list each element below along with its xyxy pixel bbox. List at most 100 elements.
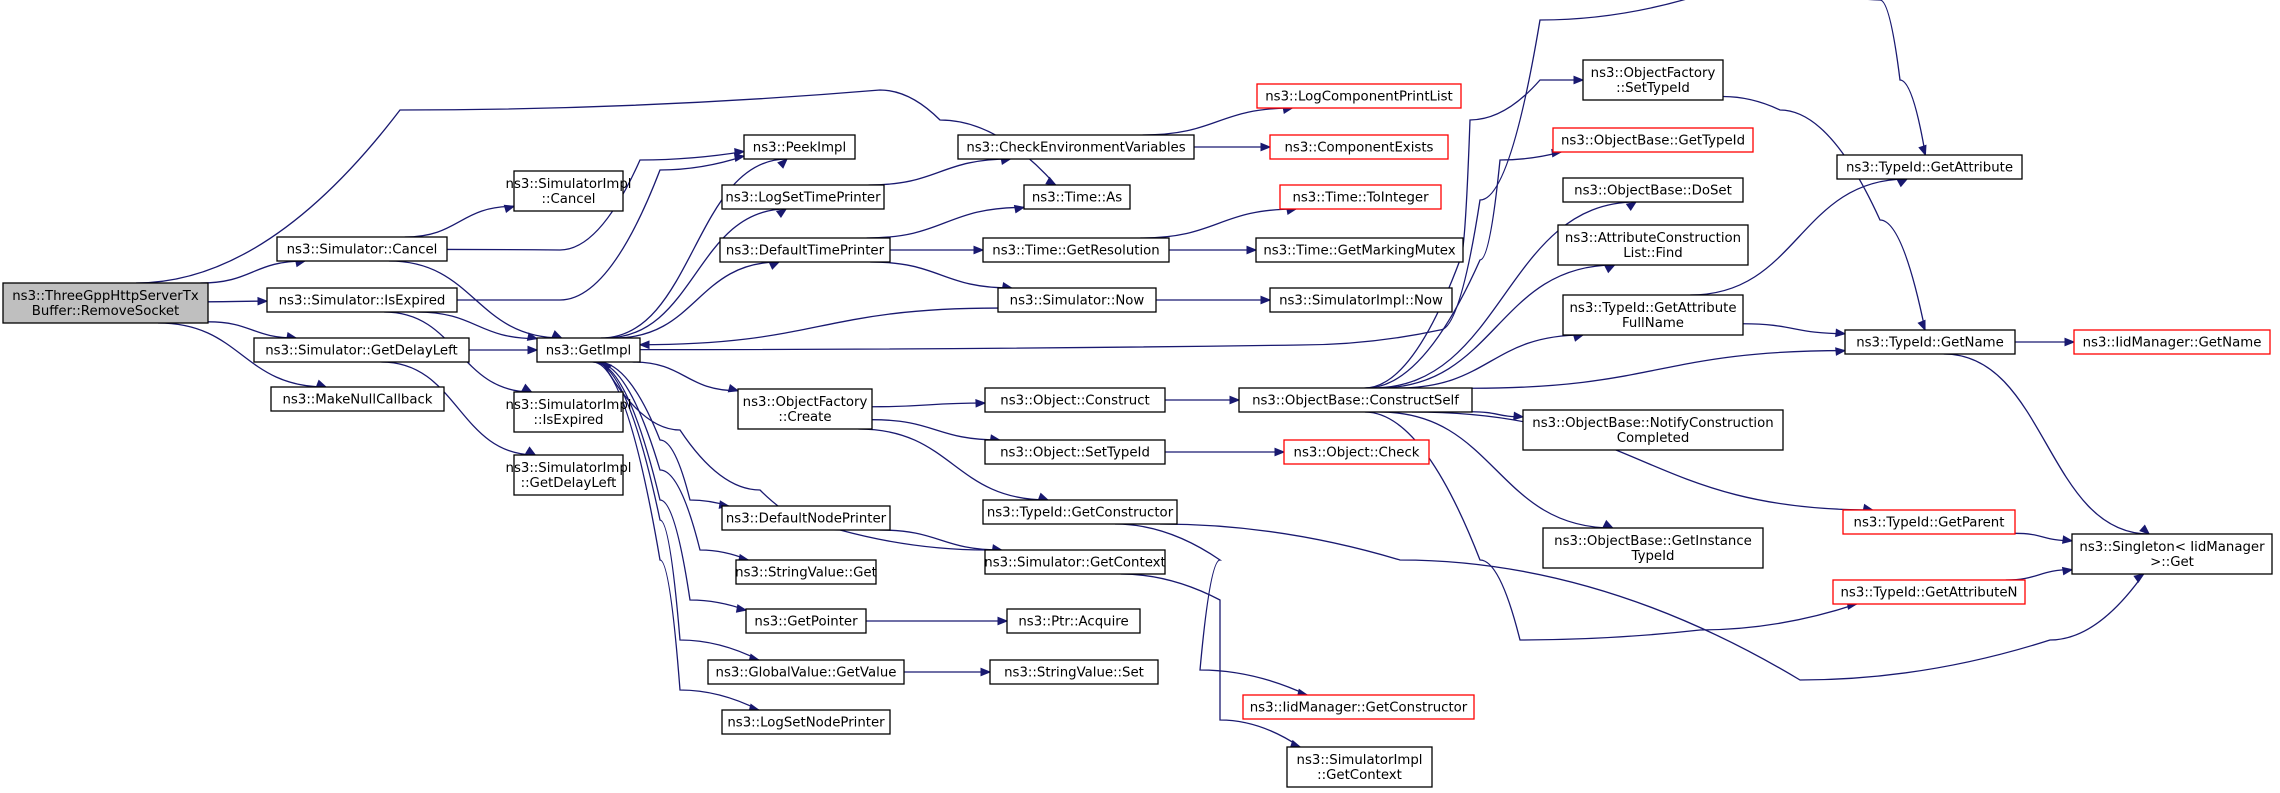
node-label: ns3::TypeId::GetName [1856,336,2004,351]
edge-line [1471,349,1846,389]
edge-line [136,89,1057,284]
node-objFactorySetTypeId[interactable]: ns3::ObjectFactory::SetTypeId [1582,59,1724,101]
node-checkEnvVars[interactable]: ns3::CheckEnvironmentVariables [957,134,1195,160]
edge-objBaseConstructSelf-to-objBaseNotifyConstruction [1471,411,1525,421]
arrowhead-icon [2061,566,2074,576]
edge-line [1397,334,1584,389]
node-label: ns3::Ptr::Acquire [1018,615,1128,630]
arrowhead-icon [1835,328,1847,338]
node-box [1238,387,1473,413]
node-logSetNodePrinter[interactable]: ns3::LogSetNodePrinter [721,709,891,735]
node-timeAs[interactable]: ns3::Time::As [1023,184,1131,210]
node-box [513,454,624,496]
node-box [737,388,873,430]
node-implCancel[interactable]: ns3::SimulatorImpl::Cancel [506,170,632,212]
arrowhead-icon [975,398,987,408]
node-implGetDelayLeft[interactable]: ns3::SimulatorImpl::GetDelayLeft [506,454,632,496]
arrowhead-icon [527,345,539,355]
edge-typeIdGetName-to-iidGetName [2014,337,2076,347]
node-box [1269,287,1453,313]
edge-line [1378,264,1615,389]
node-typeIdGetAttributeN[interactable]: ns3::TypeId::GetAttributeN [1832,579,2026,605]
node-implGetContext[interactable]: ns3::SimulatorImpl::GetContext [1286,746,1433,788]
node-box [1242,694,1475,720]
node-logSetTimePrinter[interactable]: ns3::LogSetTimePrinter [721,184,885,210]
node-simCancel[interactable]: ns3::Simulator::Cancel [276,236,448,262]
node-objSetTypeId[interactable]: ns3::Object::SetTypeId [984,439,1166,465]
node-defaultTimePrinter[interactable]: ns3::DefaultTimePrinter [719,237,891,263]
node-typeIdGetParent[interactable]: ns3::TypeId::GetParent [1842,509,2016,535]
node-box [2071,533,2273,575]
node-makeNullCallback[interactable]: ns3::MakeNullCallback [270,386,445,412]
edge-line [1364,79,1583,389]
edge-simIsExpired-to-getImpl [416,311,539,341]
edge-simGetContext-to-implGetContext [1120,573,1302,749]
arrowhead-icon [503,204,516,214]
node-box [984,549,1166,575]
edge-line [1142,107,1293,136]
node-objectCheck[interactable]: ns3::Object::Check [1283,439,1430,465]
node-defaultNodePrinter[interactable]: ns3::DefaultNodePrinter [721,505,891,531]
node-iidGetName[interactable]: ns3::IidManager::GetName [2073,329,2271,355]
node-timeGetMarkingMutex[interactable]: ns3::Time::GetMarkingMutex [1255,237,1464,263]
node-typeIdGetName[interactable]: ns3::TypeId::GetName [1844,329,2016,355]
edge-getImpl-to-logSetTimePrinter [605,208,788,339]
edge-line [1366,151,1562,389]
arrowhead-icon [1835,347,1847,356]
node-timeToInteger[interactable]: ns3::Time::ToInteger [1279,184,1442,210]
node-box [536,337,641,363]
node-stringValueSet[interactable]: ns3::StringValue::Set [989,659,1159,685]
node-getPointer[interactable]: ns3::GetPointer [745,608,867,634]
node-logComponentPrintList[interactable]: ns3::LogComponentPrintList [1256,83,1462,109]
node-timeGetResolution[interactable]: ns3::Time::GetResolution [982,237,1170,263]
edge-line [870,261,1012,289]
node-simGetContext[interactable]: ns3::Simulator::GetContext [984,549,1166,575]
node-stringValueGet[interactable]: ns3::StringValue::Get [735,559,877,585]
node-box [721,184,885,210]
node-label: ns3::LogSetTimePrinter [725,191,881,206]
node-simIsExpired[interactable]: ns3::Simulator::IsExpired [266,287,458,313]
node-objBaseGetTypeId[interactable]: ns3::ObjectBase::GetTypeId [1552,127,1754,153]
node-objBaseDoSet[interactable]: ns3::ObjectBase::DoSet [1562,177,1744,203]
arrowhead-icon [1573,75,1585,85]
arrowhead-icon [997,616,1009,626]
node-typeIdGetAttribute[interactable]: ns3::TypeId::GetAttribute [1836,154,2023,180]
node-box [1562,294,1744,336]
node-singletonGet[interactable]: ns3::Singleton< IidManager>::Get [2071,533,2273,575]
node-box [743,134,856,160]
arrowhead-icon [1602,519,1615,529]
node-objFactoryCreate[interactable]: ns3::ObjectFactory::Create [737,388,873,430]
node-label: ns3::ObjectBase::GetTypeId [1561,134,1745,149]
arrowhead-icon [1246,245,1258,255]
node-peekImpl[interactable]: ns3::PeekImpl [743,134,856,160]
node-componentExists[interactable]: ns3::ComponentExists [1269,134,1449,160]
node-globalValueGetValue[interactable]: ns3::GlobalValue::GetValue [707,659,905,685]
node-simNow[interactable]: ns3::Simulator::Now [997,287,1157,313]
edge-objBaseConstructSelf-to-typeIdGetName [1471,347,1847,389]
arrowhead-icon [1260,295,1272,305]
edge-line [601,361,987,551]
node-label: ns3::ComponentExists [1284,141,1433,156]
node-label: ns3::CheckEnvironmentVariables [966,141,1185,156]
node-root[interactable]: ns3::ThreeGppHttpServerTxBuffer::RemoveS… [2,282,209,324]
node-objBaseNotifyConstruction[interactable]: ns3::ObjectBase::NotifyConstructionCompl… [1522,409,1784,451]
arrowhead-icon [2064,337,2076,347]
node-typeIdGetConstructor[interactable]: ns3::TypeId::GetConstructor [982,499,1178,525]
node-getImpl[interactable]: ns3::GetImpl [536,337,641,363]
node-implNow[interactable]: ns3::SimulatorImpl::Now [1269,287,1453,313]
node-iidGetConstructor[interactable]: ns3::IidManager::GetConstructor [1242,694,1475,720]
node-box [1842,509,2016,535]
node-objBaseConstructSelf[interactable]: ns3::ObjectBase::ConstructSelf [1238,387,1473,413]
node-label: Completed [1617,431,1690,446]
node-box [735,559,877,585]
node-implIsExpired[interactable]: ns3::SimulatorImpl::IsExpired [506,391,632,433]
arrowhead-icon [601,361,613,372]
edge-typeIdGetParent-to-singletonGet [2014,532,2074,544]
node-label: ::Create [778,410,831,425]
node-ptrAcquire[interactable]: ns3::Ptr::Acquire [1006,608,1141,634]
node-simGetDelayLeft[interactable]: ns3::Simulator::GetDelayLeft [253,337,470,363]
node-objConstruct[interactable]: ns3::Object::Construct [984,387,1166,413]
